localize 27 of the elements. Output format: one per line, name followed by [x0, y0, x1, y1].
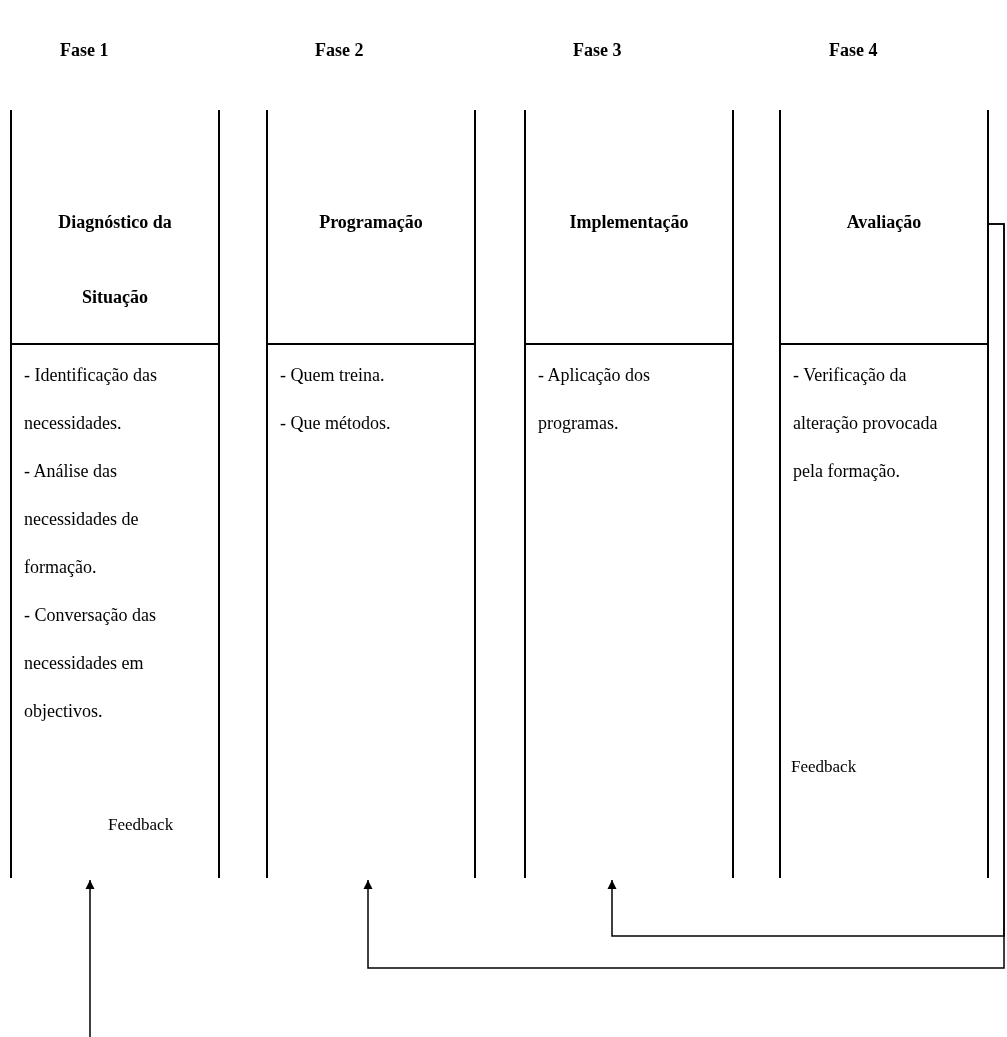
- phase-header-box: [266, 110, 476, 345]
- phase-label: Fase 4: [829, 40, 878, 61]
- phase-label: Fase 1: [60, 40, 109, 61]
- phase-header-box: [524, 110, 734, 345]
- feedback-arrow: [85, 879, 95, 1037]
- activity-text: - Conversação das necessidades em objectivos.: [24, 604, 157, 723]
- activity-text: - Que métodos.: [280, 412, 392, 435]
- activity-text: - Análise das necessidades de formação.: [24, 460, 140, 579]
- phase-title: Implementação: [569, 211, 689, 234]
- phase-label: Fase 2: [315, 40, 364, 61]
- phase-content-box: [524, 343, 734, 878]
- phase-label: Fase 3: [573, 40, 622, 61]
- phase-title: Diagnóstico da Situação: [57, 211, 173, 309]
- activity-text: - Identificação das necessidades.: [24, 364, 158, 435]
- phase-header-box: [10, 110, 220, 345]
- feedback-label: Feedback: [108, 815, 174, 835]
- activity-text: - Aplicação dos programas.: [538, 364, 651, 435]
- phase-header-box: [779, 110, 989, 345]
- feedback-label: Feedback: [791, 757, 857, 777]
- feedback-arrow: [607, 223, 1005, 937]
- activity-text: - Verificação da alteração provocada pela formação.: [793, 364, 939, 483]
- phase-title: Programação: [319, 211, 423, 234]
- activity-text: - Quem treina.: [280, 364, 386, 387]
- phase-title: Avaliação: [846, 211, 922, 234]
- phase-content-box: [10, 343, 220, 878]
- phase-content-box: [779, 343, 989, 878]
- phase-content-box: [266, 343, 476, 878]
